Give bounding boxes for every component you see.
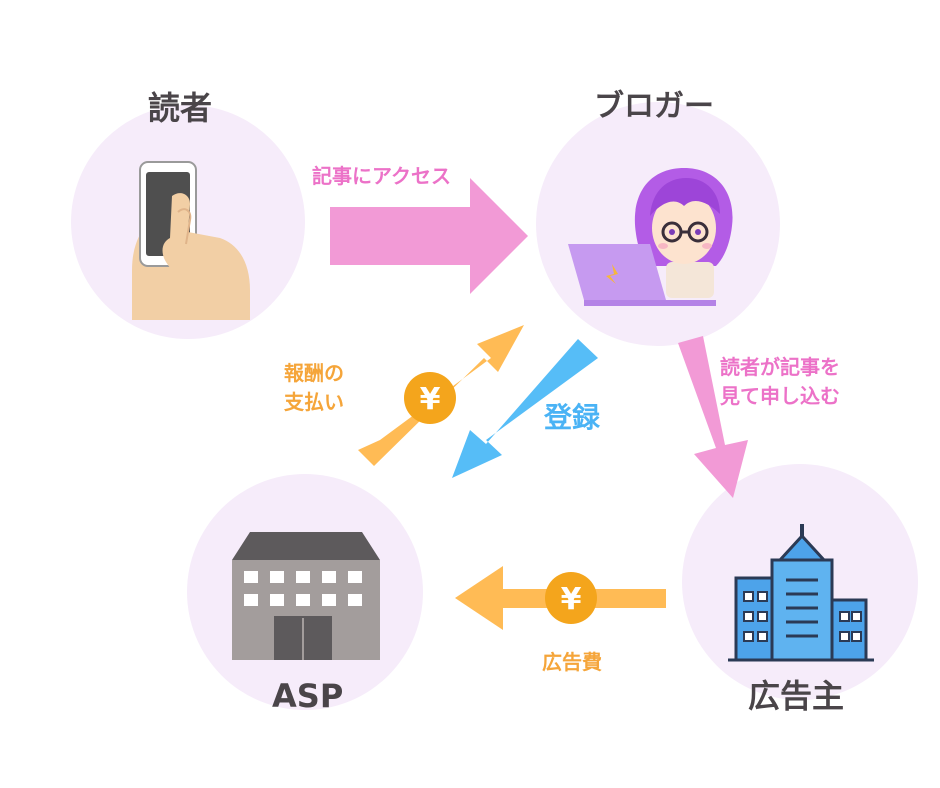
reward-payment-line1: 報酬の xyxy=(284,361,344,385)
access-article-arrow xyxy=(330,178,528,294)
apply-arrow xyxy=(678,336,748,498)
yen-symbol: ¥ xyxy=(420,382,441,417)
registration-arrow xyxy=(452,339,598,478)
girl-with-laptop-icon xyxy=(568,168,733,306)
apply-label: 読者が記事を 見て申し込む xyxy=(720,353,840,411)
skyscraper-icon xyxy=(728,524,874,662)
yen-symbol: ¥ xyxy=(561,582,582,617)
yen-coin-icon xyxy=(404,372,456,424)
blogger-title: ブロガー xyxy=(594,89,714,124)
reward-payment-label: 報酬の 支払い xyxy=(284,359,344,417)
office-building-icon xyxy=(232,532,380,660)
reader-title: 読者 xyxy=(148,89,213,127)
asp-title: ASP xyxy=(272,677,344,715)
hand-holding-smartphone-icon xyxy=(132,161,250,320)
ad-fee-label: 広告費 xyxy=(542,650,602,674)
apply-line1: 読者が記事を xyxy=(720,355,840,379)
yen-coin-icon xyxy=(545,572,597,624)
registration-label: 登録 xyxy=(544,401,601,434)
advertiser-title: 広告主 xyxy=(748,677,845,715)
reward-payment-line2: 支払い xyxy=(284,390,344,414)
access-article-label: 記事にアクセス xyxy=(312,164,451,188)
apply-line2: 見て申し込む xyxy=(720,384,840,408)
